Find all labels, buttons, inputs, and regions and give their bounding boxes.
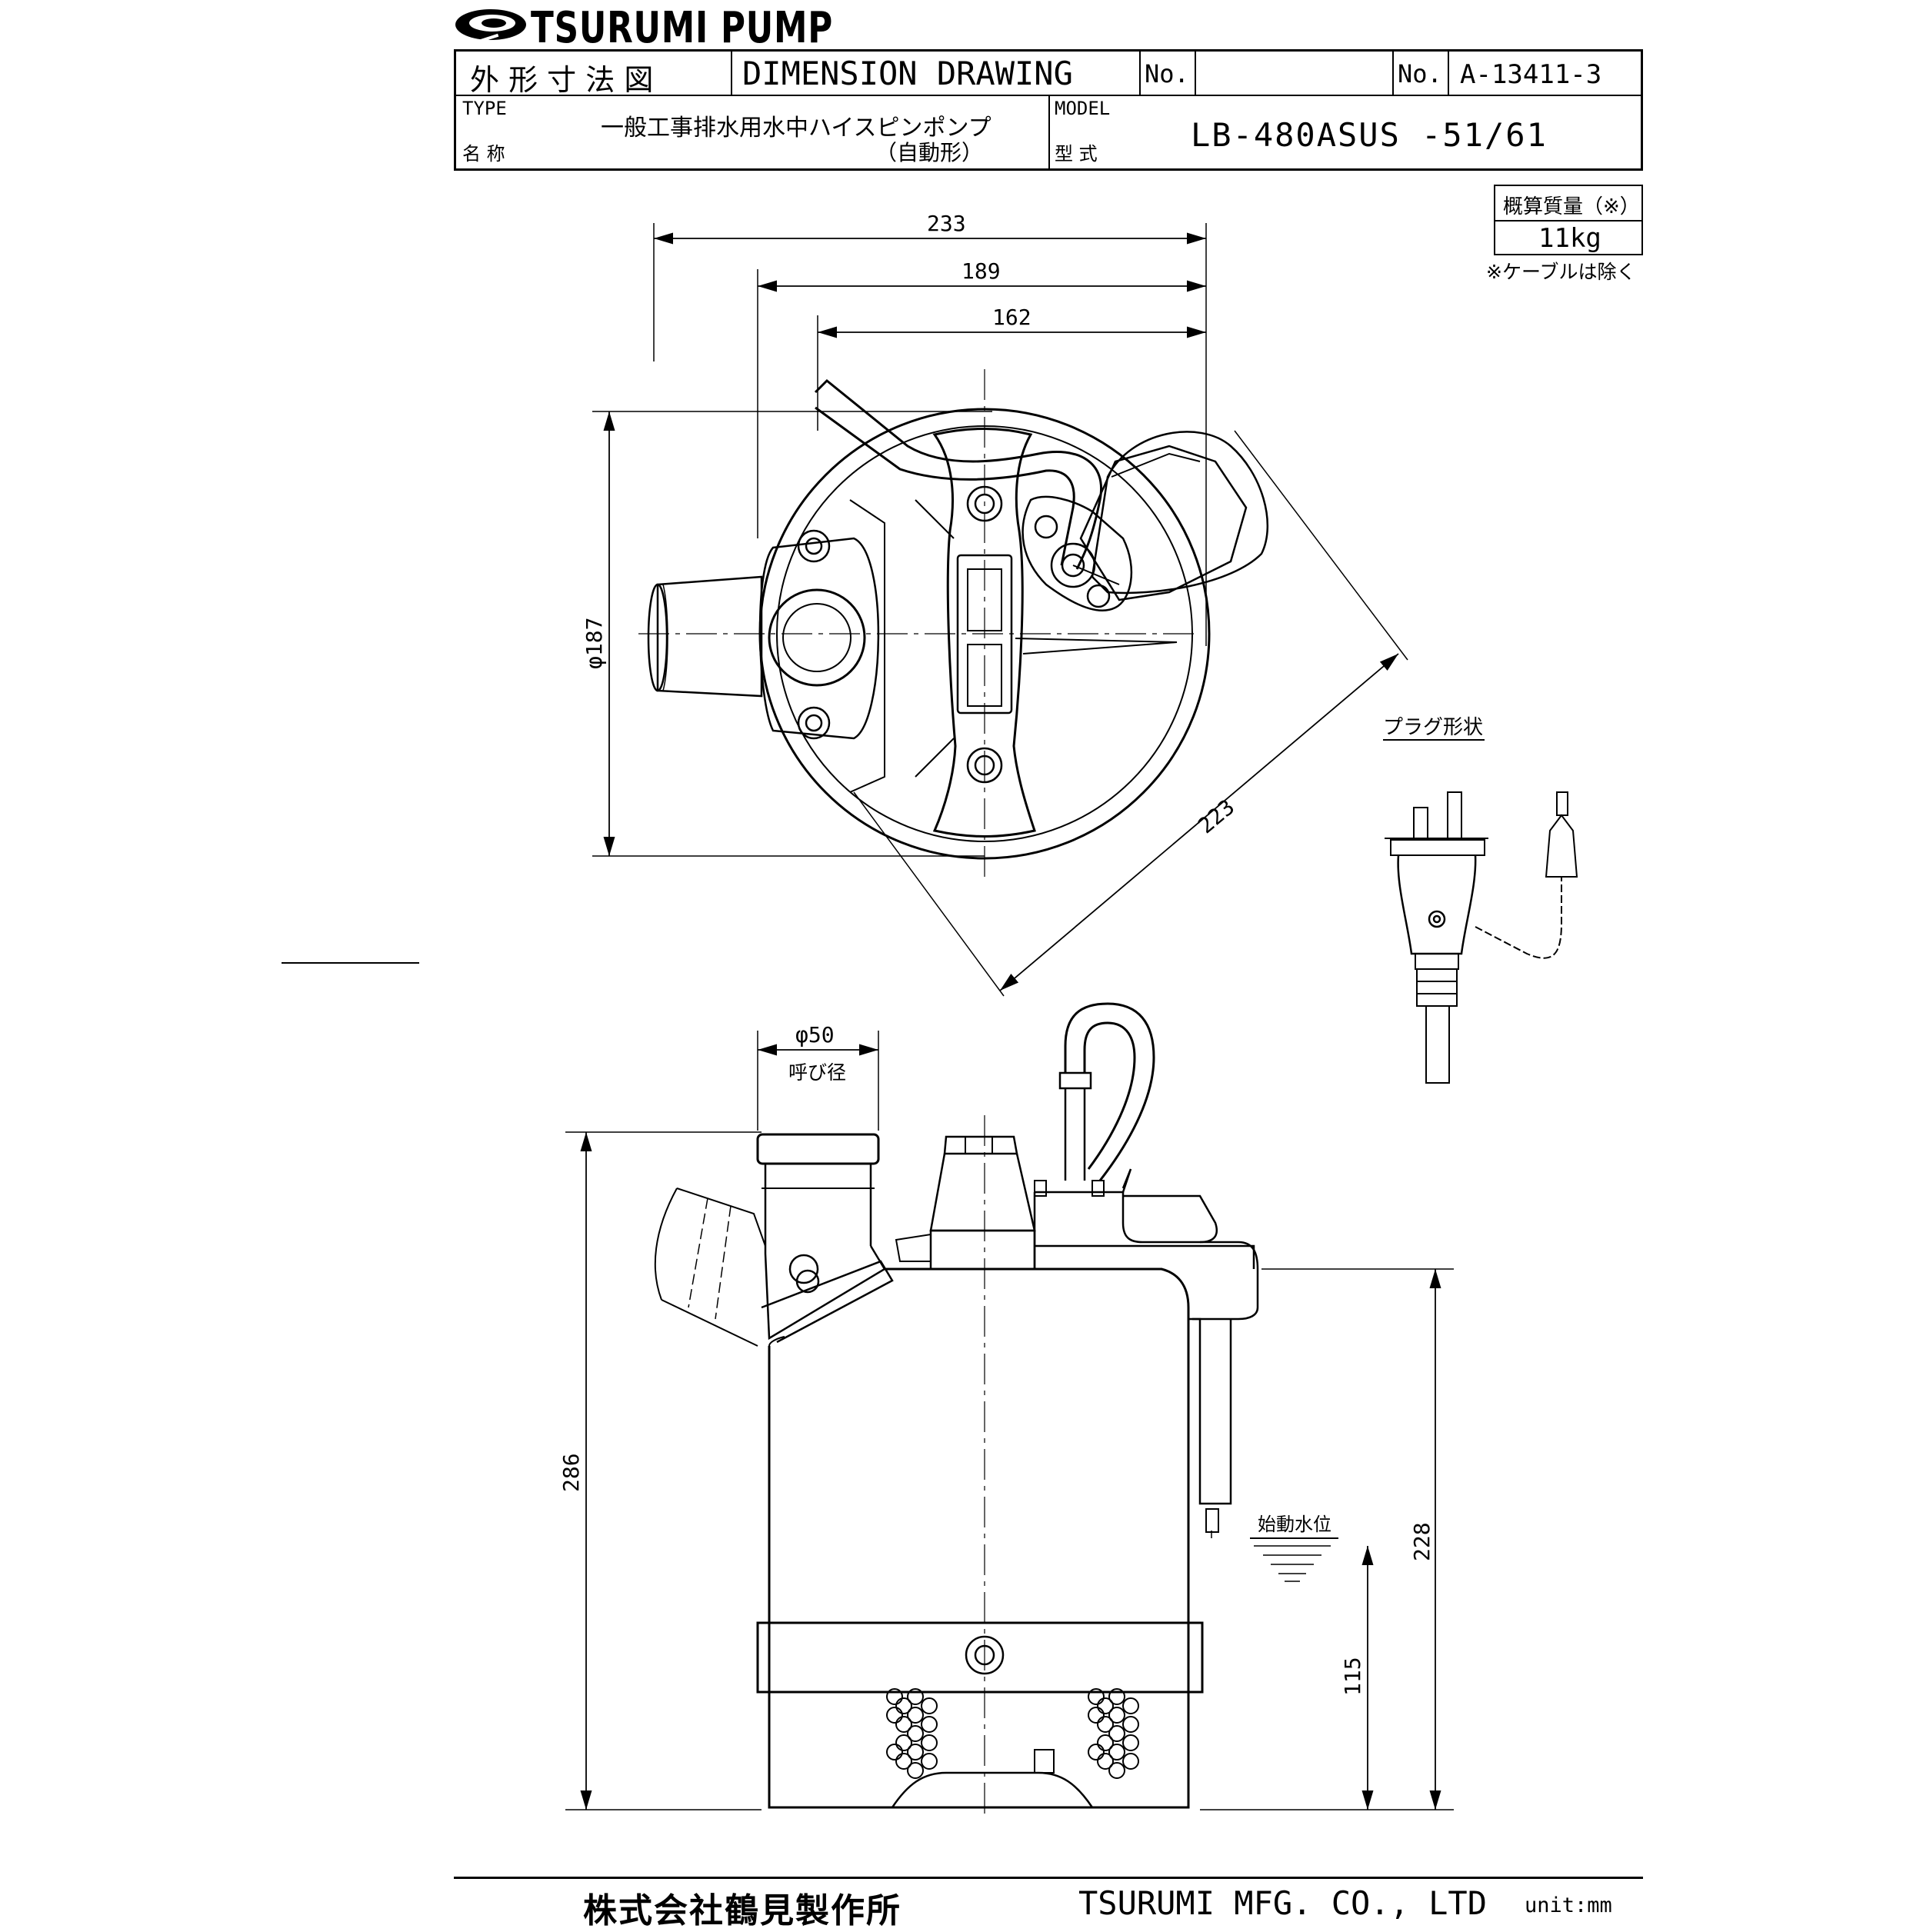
- weight-value: 11kg: [1538, 223, 1601, 254]
- title-en: DIMENSION DRAWING: [742, 55, 1073, 92]
- dim-162: 162: [992, 305, 1031, 330]
- no-label: No.: [1398, 59, 1442, 88]
- plug-drawing: [1385, 791, 1578, 1084]
- product-sub: （自動形）: [875, 140, 984, 165]
- start-water-level-label: 始動水位: [1258, 1514, 1331, 1535]
- title-jp: 外 形 寸 法 図: [470, 63, 654, 97]
- footer-rule: [454, 1877, 1643, 1879]
- dim-115: 115: [1340, 1657, 1365, 1696]
- title-block: 外 形 寸 法 図 DIMENSION DRAWING No. No. A-13…: [454, 49, 1643, 171]
- model-label-jp: 型 式: [1055, 143, 1098, 165]
- name-label: 名 称: [462, 143, 505, 165]
- dim-228: 228: [1409, 1522, 1435, 1561]
- company-name-en: TSURUMI MFG. CO., LTD: [1078, 1884, 1488, 1922]
- unit-label: unit:mm: [1525, 1894, 1612, 1917]
- brand-name: TSURUMI PUMP: [531, 3, 834, 53]
- product-name: 一般工事排水用水中ハイスピンポンプ: [601, 115, 991, 142]
- top-view: [592, 223, 1408, 997]
- dim-dia187: φ187: [582, 618, 607, 669]
- dim-189: 189: [962, 258, 1001, 284]
- dim-286: 286: [558, 1453, 584, 1492]
- weight-label: 概算質量（※）: [1503, 195, 1640, 218]
- dim-nominal: 呼び径: [788, 1061, 846, 1084]
- type-label: TYPE: [462, 98, 507, 119]
- dim-223: 223: [1193, 794, 1239, 839]
- tsurumi-logo-icon: [454, 9, 526, 43]
- weight-box: 概算質量（※） 11kg: [1494, 185, 1643, 255]
- dim-dia50: φ50: [795, 1022, 835, 1048]
- weight-note: ※ケーブルは除く: [1486, 261, 1636, 283]
- no-label: No.: [1145, 59, 1189, 88]
- model-value: LB-480ASUS -51/61: [1191, 116, 1548, 154]
- model-label: MODEL: [1055, 98, 1111, 119]
- dim-233: 233: [927, 211, 966, 236]
- company-name-jp: 株式会社鶴見製作所: [583, 1891, 902, 1930]
- drawing-number: A-13411-3: [1460, 59, 1602, 90]
- plug-shape-label: プラグ形状: [1383, 716, 1483, 739]
- side-view: [565, 1002, 1454, 1815]
